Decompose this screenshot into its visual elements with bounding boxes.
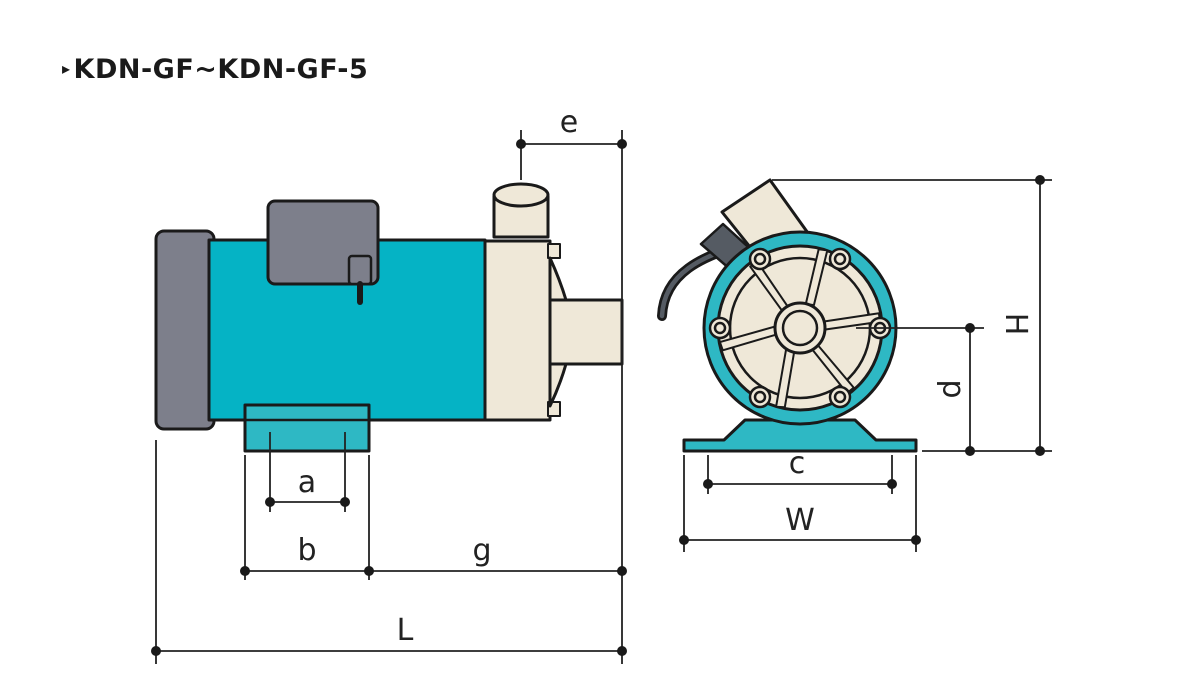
cover-bolts (708, 247, 892, 409)
dim-label-c: c (789, 446, 806, 481)
dim-label-e: e (560, 105, 578, 140)
dimension-end-dots (151, 139, 1045, 656)
dim-label-a: a (298, 465, 316, 500)
dim-label-g: g (472, 533, 491, 568)
dim-label-H: H (998, 313, 1033, 336)
cover-spokes (718, 248, 882, 409)
front-view (657, 178, 918, 453)
cable-gland (347, 254, 373, 305)
motor-foot (243, 403, 371, 453)
dim-label-b: b (297, 533, 316, 568)
motor-end-cap (154, 229, 216, 431)
inlet-pipe (548, 298, 624, 366)
side-view (154, 182, 624, 453)
dim-label-d: d (933, 379, 968, 398)
discharge-pipe (492, 182, 550, 239)
front-base-foot (682, 418, 918, 453)
dim-label-L: L (397, 613, 414, 648)
diagram-title: ▸KDN-GF~KDN-GF-5 (62, 54, 368, 85)
title-text: KDN-GF~KDN-GF-5 (73, 54, 369, 85)
flange-clip-top (547, 243, 561, 259)
pump-housing (483, 239, 552, 422)
title-marker-icon: ▸ (62, 59, 71, 78)
dim-label-W: W (785, 503, 815, 538)
